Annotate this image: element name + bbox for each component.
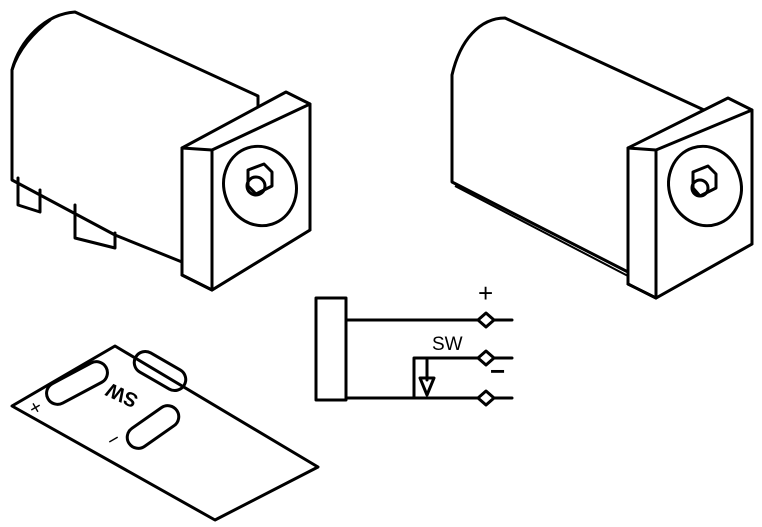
pcb-silk-sw: SW [103,378,142,412]
pcb-pad-2 [132,350,188,392]
pcb-board-outline [10,344,320,522]
pcb-pad-1 [45,360,109,406]
schematic-minus-label: − [490,356,505,386]
jack-schematic: + SW − [314,278,514,407]
jack-right-socket-ring [667,144,743,228]
pcb-pad-3 [125,404,181,450]
pcb-mark-minus: − [103,428,124,453]
jack-left-socket-ring [222,144,298,228]
schematic-sw-line [412,356,480,400]
schematic-terminal-minus [476,389,514,407]
schematic-terminal-plus [476,311,514,329]
schematic-sw-label: SW [432,334,463,355]
jack-view-right [450,16,754,300]
jack-left-pin-1 [16,176,42,214]
schematic-terminal-sw [476,349,514,367]
pcb-footprint: SW + − [10,344,320,522]
schematic-plus-label: + [478,278,493,308]
jack-left-pin-2 [73,203,117,250]
schematic-jack-body [314,296,348,402]
jack-left-rounded-top [10,18,52,72]
jack-left-front-face [210,102,312,292]
jack-view-left [10,10,312,292]
